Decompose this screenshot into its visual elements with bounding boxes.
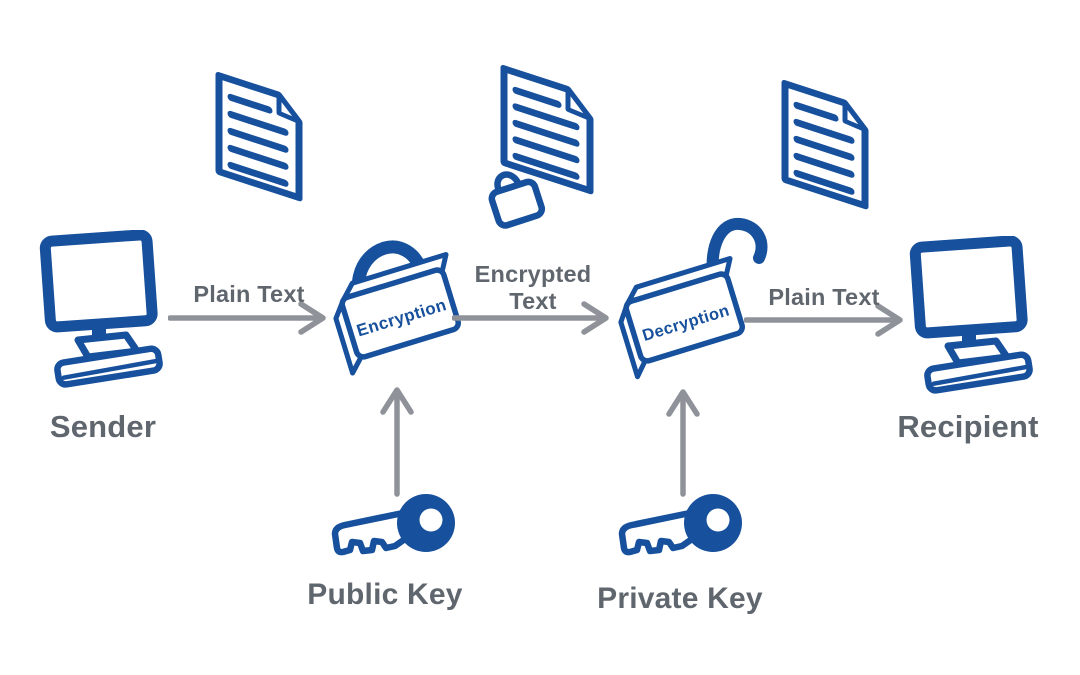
monitor (909, 236, 1028, 339)
arrow-right-plain-out (744, 303, 903, 337)
public-key-label: Public Key (307, 578, 463, 611)
lock-body (623, 271, 746, 364)
lock-shackle-open (706, 217, 768, 290)
page-fold (565, 86, 593, 122)
arrow-up-private-key (666, 389, 700, 497)
key-shaft (331, 509, 409, 556)
private-key-label: Private Key (597, 582, 763, 615)
padlock-on-document-icon (488, 171, 546, 229)
key-icon (618, 494, 742, 556)
key-icon (331, 494, 455, 556)
page-fold (276, 92, 302, 125)
lock-body (339, 267, 462, 360)
encrypted-text-line1: Encrypted (474, 261, 592, 287)
key-bow-hole (706, 508, 730, 532)
small-lock-body (488, 178, 546, 229)
page-fold (842, 100, 868, 133)
page-outline (215, 71, 303, 202)
plain-text-in-label: Plain Text (193, 281, 305, 307)
recipient-label: Recipient (897, 409, 1039, 444)
arrowhead (298, 301, 326, 335)
plain-text-out-label: Plain Text (768, 284, 880, 310)
key-bow-hole (419, 508, 443, 532)
encrypted-text-line2: Text (509, 288, 557, 315)
locked-document-icon (488, 64, 594, 229)
arrow-right-plain-in (168, 301, 326, 335)
closed-padlock-icon: Encryption (333, 240, 462, 376)
arrowhead (581, 301, 609, 335)
arrow-right-encrypted (452, 301, 609, 335)
document-icon (215, 71, 303, 202)
open-padlock-icon: Decryption (618, 217, 768, 380)
keyboard (924, 351, 1033, 394)
page-outline (781, 79, 869, 210)
monitor (39, 230, 158, 333)
key-shaft (618, 509, 696, 556)
keyboard (54, 345, 163, 388)
desktop-computer-icon (39, 230, 163, 388)
sender-label: Sender (49, 409, 157, 444)
desktop-computer-icon (909, 236, 1033, 394)
arrowhead (380, 387, 414, 415)
document-icon (781, 79, 869, 210)
arrowhead (666, 389, 700, 417)
arrow-up-public-key (380, 387, 414, 497)
arrowhead (875, 303, 903, 337)
encrypted-text-label: Encrypted Text (455, 261, 611, 316)
